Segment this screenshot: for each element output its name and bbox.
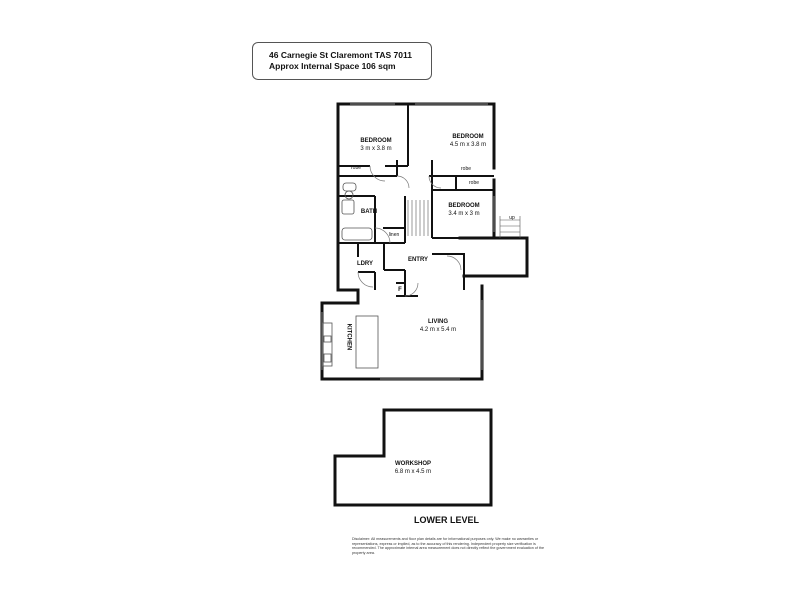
door-swings: [357, 165, 462, 297]
room-label-bedroom-1: BEDROOM 3 m x 3.8 m: [360, 138, 392, 152]
windows: [321, 103, 495, 380]
room-label-workshop: WORKSHOP 6.8 m x 4.5 m: [394, 461, 432, 475]
disclaimer-text: Disclaimer: All measurements and floor p…: [352, 537, 544, 555]
room-label-entry: ENTRY: [407, 257, 429, 263]
room-label-bedroom-3: BEDROOM 3.4 m x 3 m: [448, 203, 480, 217]
room-label-robe-1: robe: [350, 165, 362, 171]
room-label-fridge: F: [398, 287, 402, 293]
exterior-walls: [320, 102, 529, 381]
room-label-robe-3: robe: [468, 180, 480, 186]
stairs-up-label: up: [509, 215, 515, 221]
property-info-box: 46 Carnegie St Claremont TAS 7011 Approx…: [252, 42, 432, 80]
room-label-kitchen: KITCHEN: [345, 323, 352, 351]
room-label-robe-2: robe: [460, 166, 472, 172]
room-label-laundry: LDRY: [356, 261, 374, 267]
kitchen-fixtures: [322, 315, 379, 369]
interior-walls: [338, 104, 494, 297]
room-label-bath: BATH: [360, 209, 378, 215]
workshop-outline: [333, 408, 493, 507]
address-text: 46 Carnegie St Claremont TAS 7011: [269, 50, 412, 60]
room-label-linen: linen: [388, 232, 400, 238]
room-label-living: LIVING 4.2 m x 5.4 m: [419, 319, 457, 333]
stairs: [407, 200, 521, 238]
room-label-bedroom-2: BEDROOM 4.5 m x 3.8 m: [449, 134, 487, 148]
area-text: Approx Internal Space 106 sqm: [269, 61, 396, 71]
level-label: LOWER LEVEL: [414, 515, 479, 525]
bath-fixtures: [341, 182, 373, 241]
